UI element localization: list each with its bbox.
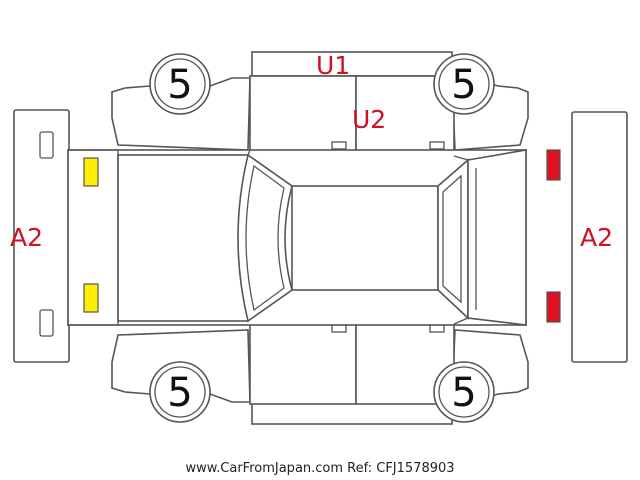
- windshield-inner: [245, 164, 285, 312]
- connector-top-rear: [453, 155, 469, 161]
- damage-code-u1: U1: [316, 51, 350, 80]
- front-panel: [67, 149, 119, 326]
- footer-reference: www.CarFromJapan.com Ref: CFJ1578903: [185, 461, 454, 476]
- roof: [291, 185, 439, 291]
- door-handle-top-rear: [429, 141, 445, 150]
- damage-code-a2-right: A2: [580, 223, 613, 252]
- tire-label-front-right: 5: [451, 62, 476, 108]
- front-bumper-slot-top: [39, 131, 54, 159]
- front-bumper-slot-bottom: [39, 309, 54, 337]
- windshield: [237, 153, 293, 323]
- tire-rear-left: 5: [149, 361, 211, 423]
- headlight-bottom: [83, 283, 99, 313]
- tire-label-rear-left: 5: [167, 370, 192, 416]
- connector-top-front: [247, 149, 251, 156]
- door-front-top: [249, 75, 357, 157]
- hood: [117, 154, 249, 322]
- damage-code-a2-left: A2: [10, 223, 43, 252]
- headlight-top: [83, 157, 99, 187]
- rear-bumper: [571, 111, 628, 363]
- rear-window-inner: [442, 174, 462, 304]
- damage-code-u2: U2: [352, 105, 386, 134]
- door-front-bottom: [249, 323, 357, 405]
- tire-front-left: 5: [149, 53, 211, 115]
- tire-rear-right: 5: [433, 361, 495, 423]
- connector-bottom-rear: [453, 317, 469, 325]
- door-handle-top-front: [331, 141, 347, 150]
- tailgate: [467, 149, 527, 326]
- tire-label-rear-right: 5: [451, 370, 476, 416]
- tire-front-right: 5: [433, 53, 495, 115]
- taillight-top: [546, 149, 561, 181]
- roof-rail-top: [251, 51, 453, 77]
- tire-label-front-left: 5: [167, 62, 192, 108]
- taillight-bottom: [546, 291, 561, 323]
